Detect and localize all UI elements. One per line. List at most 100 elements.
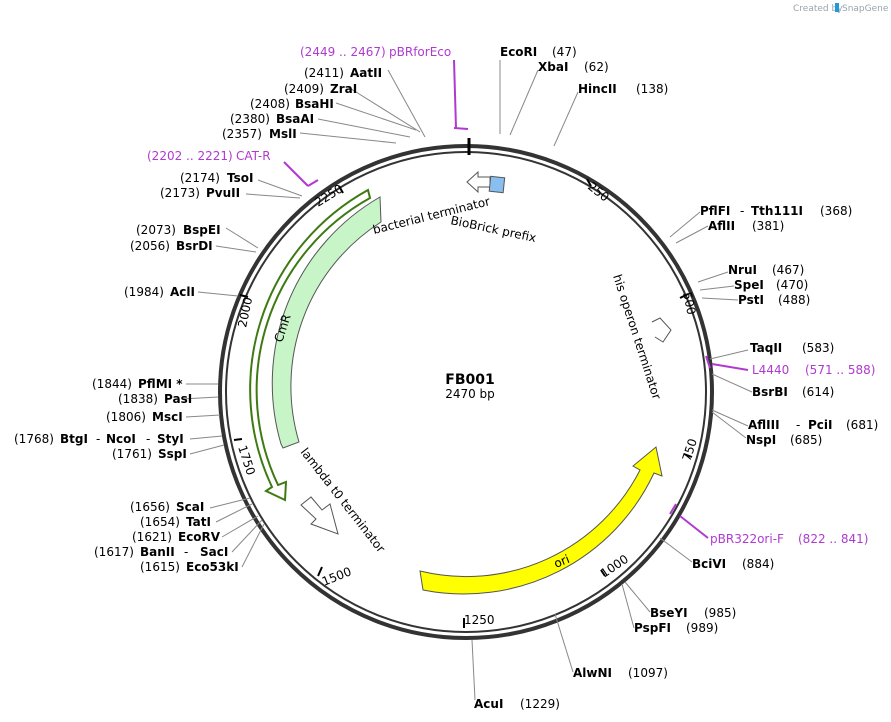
site-pflfi: PflFI [700,204,730,218]
site-nrui-pos: (467) [772,263,804,277]
lambda-terminator-arrow [300,496,339,535]
site-msci: MscI [152,410,183,424]
site-styi: StyI [157,432,184,446]
ori-feature-arrow [419,446,663,595]
site-bsrdi-pos: (2056) [130,239,170,253]
site-banii-pos: (1617) [94,545,134,559]
ori-label: ori [552,552,572,571]
site-saci: SacI [200,545,228,559]
tick-label-750: 750 [680,437,700,463]
site-bsahi-pos: (2408) [250,97,290,111]
site-acli-pos: (1984) [124,285,164,299]
plasmid-length: 2470 bp [445,387,495,401]
site-bsaai-pos: (2380) [230,112,270,126]
site-bcivi: BciVI [692,557,726,571]
site-acui: AcuI [474,697,503,711]
site-xbai-pos: (62) [584,60,609,74]
site-ecori: EcoRI [500,45,537,59]
site-pvuii-pos: (2173) [160,186,200,200]
site-scai-pos: (1656) [130,500,170,514]
site-msli-pos: (2357) [222,127,262,141]
primer-l4440-range: (571 .. 588) [805,363,875,377]
site-hincii: HincII [578,82,617,96]
site-pflfi-sep: - [740,204,744,218]
site-bsrbi-pos: (614) [802,385,834,399]
site-bsahi: BsaHI [295,97,334,111]
site-tati-pos: (1654) [140,515,180,529]
primer-pbrforeco-range: (2449 .. 2467) [300,45,386,59]
cmr-feature-arrow [271,196,382,449]
credit-text: Created by [793,4,843,14]
site-ecori-pos: (47) [552,45,577,59]
site-bspei-pos: (2073) [136,223,176,237]
tick-marks [233,178,693,628]
site-nspi-pos: (685) [790,433,822,447]
site-pflmi: PflMI * [138,377,183,391]
site-nspi: NspI [746,433,776,447]
site-hincii-pos: (138) [636,82,668,96]
biobrick-prefix-label: BioBrick prefix [449,213,537,245]
site-afliii-pos: (681) [846,418,878,432]
site-acli: AclI [170,285,195,299]
site-btgi-sep2: - [146,432,150,446]
site-tati: TatI [186,515,211,529]
site-bcivi-pos: (884) [742,557,774,571]
site-ncoi: NcoI [106,432,136,446]
site-eco53ki-pos: (1615) [140,560,180,574]
site-aflii: AflII [708,219,735,233]
credit-brand: SnapGene [842,4,889,14]
plasmid-name: FB001 [445,372,494,388]
primer-pbr322orif-name: pBR322ori-F [710,532,784,546]
tick-label-1250: 1250 [464,613,495,627]
site-scai: ScaI [176,500,204,514]
primer-l4440-name: L4440 [752,363,789,377]
site-spei-pos: (470) [776,278,808,292]
site-bseyi: BseYI [650,606,688,620]
site-eco53ki: Eco53kI [186,560,239,574]
bacterial-terminator-arrow [466,170,491,194]
site-taqii-pos: (583) [802,341,834,355]
tick-label-1500: 1500 [320,564,354,588]
primer-pbr322orif-range: (822 .. 841) [798,532,868,546]
site-taqii: TaqII [750,341,782,355]
site-xbai: XbaI [538,60,568,74]
site-btgi-pos: (1768) [14,432,54,446]
cmr-outline [249,188,372,502]
site-ecorv: EcoRV [178,530,221,544]
site-sspi: SspI [158,447,187,461]
site-psti-pos: (488) [778,293,810,307]
tick-label-2000: 2000 [235,296,255,329]
tick-label-1750: 1750 [235,444,258,477]
site-aatii-pos: (2411) [304,66,344,80]
site-btgi-sep: - [96,432,100,446]
site-aflii-pos: (381) [752,219,784,233]
site-bsaai: BsaAI [276,112,314,126]
primer-catr-range: (2202 .. 2221) [147,149,233,163]
site-bsrdi: BsrDI [176,239,213,253]
site-msli: MslI [269,127,297,141]
site-pflmi-pos: (1844) [92,377,132,391]
site-bseyi-pos: (985) [704,606,736,620]
site-alwni: AlwNI [573,666,612,680]
site-sspi-pos: (1761) [112,447,152,461]
site-zrai: ZraI [330,82,357,96]
site-pasi-pos: (1838) [118,392,158,406]
tick-label-500: 500 [680,291,698,316]
site-pspfi: PspFI [634,621,671,635]
site-pasi: PasI [164,392,192,406]
backbone-outer [218,144,714,640]
site-tsoi-pos: (2174) [180,171,220,185]
primer-pbrforeco-name: pBRforEco [389,45,451,59]
primer-markers [283,59,749,539]
tick-label-1000: 1000 [598,552,631,581]
site-tsoi: TsoI [227,171,253,185]
site-pvuii: PvuII [206,186,240,200]
site-alwni-pos: (1097) [628,666,668,680]
snapgene-logo-icon [835,3,839,12]
site-aatii: AatII [350,66,382,80]
site-msci-pos: (1806) [106,410,146,424]
site-btgi: BtgI [60,432,88,446]
his-terminator-arrow [651,317,672,343]
site-bspei: BspEI [183,223,221,237]
